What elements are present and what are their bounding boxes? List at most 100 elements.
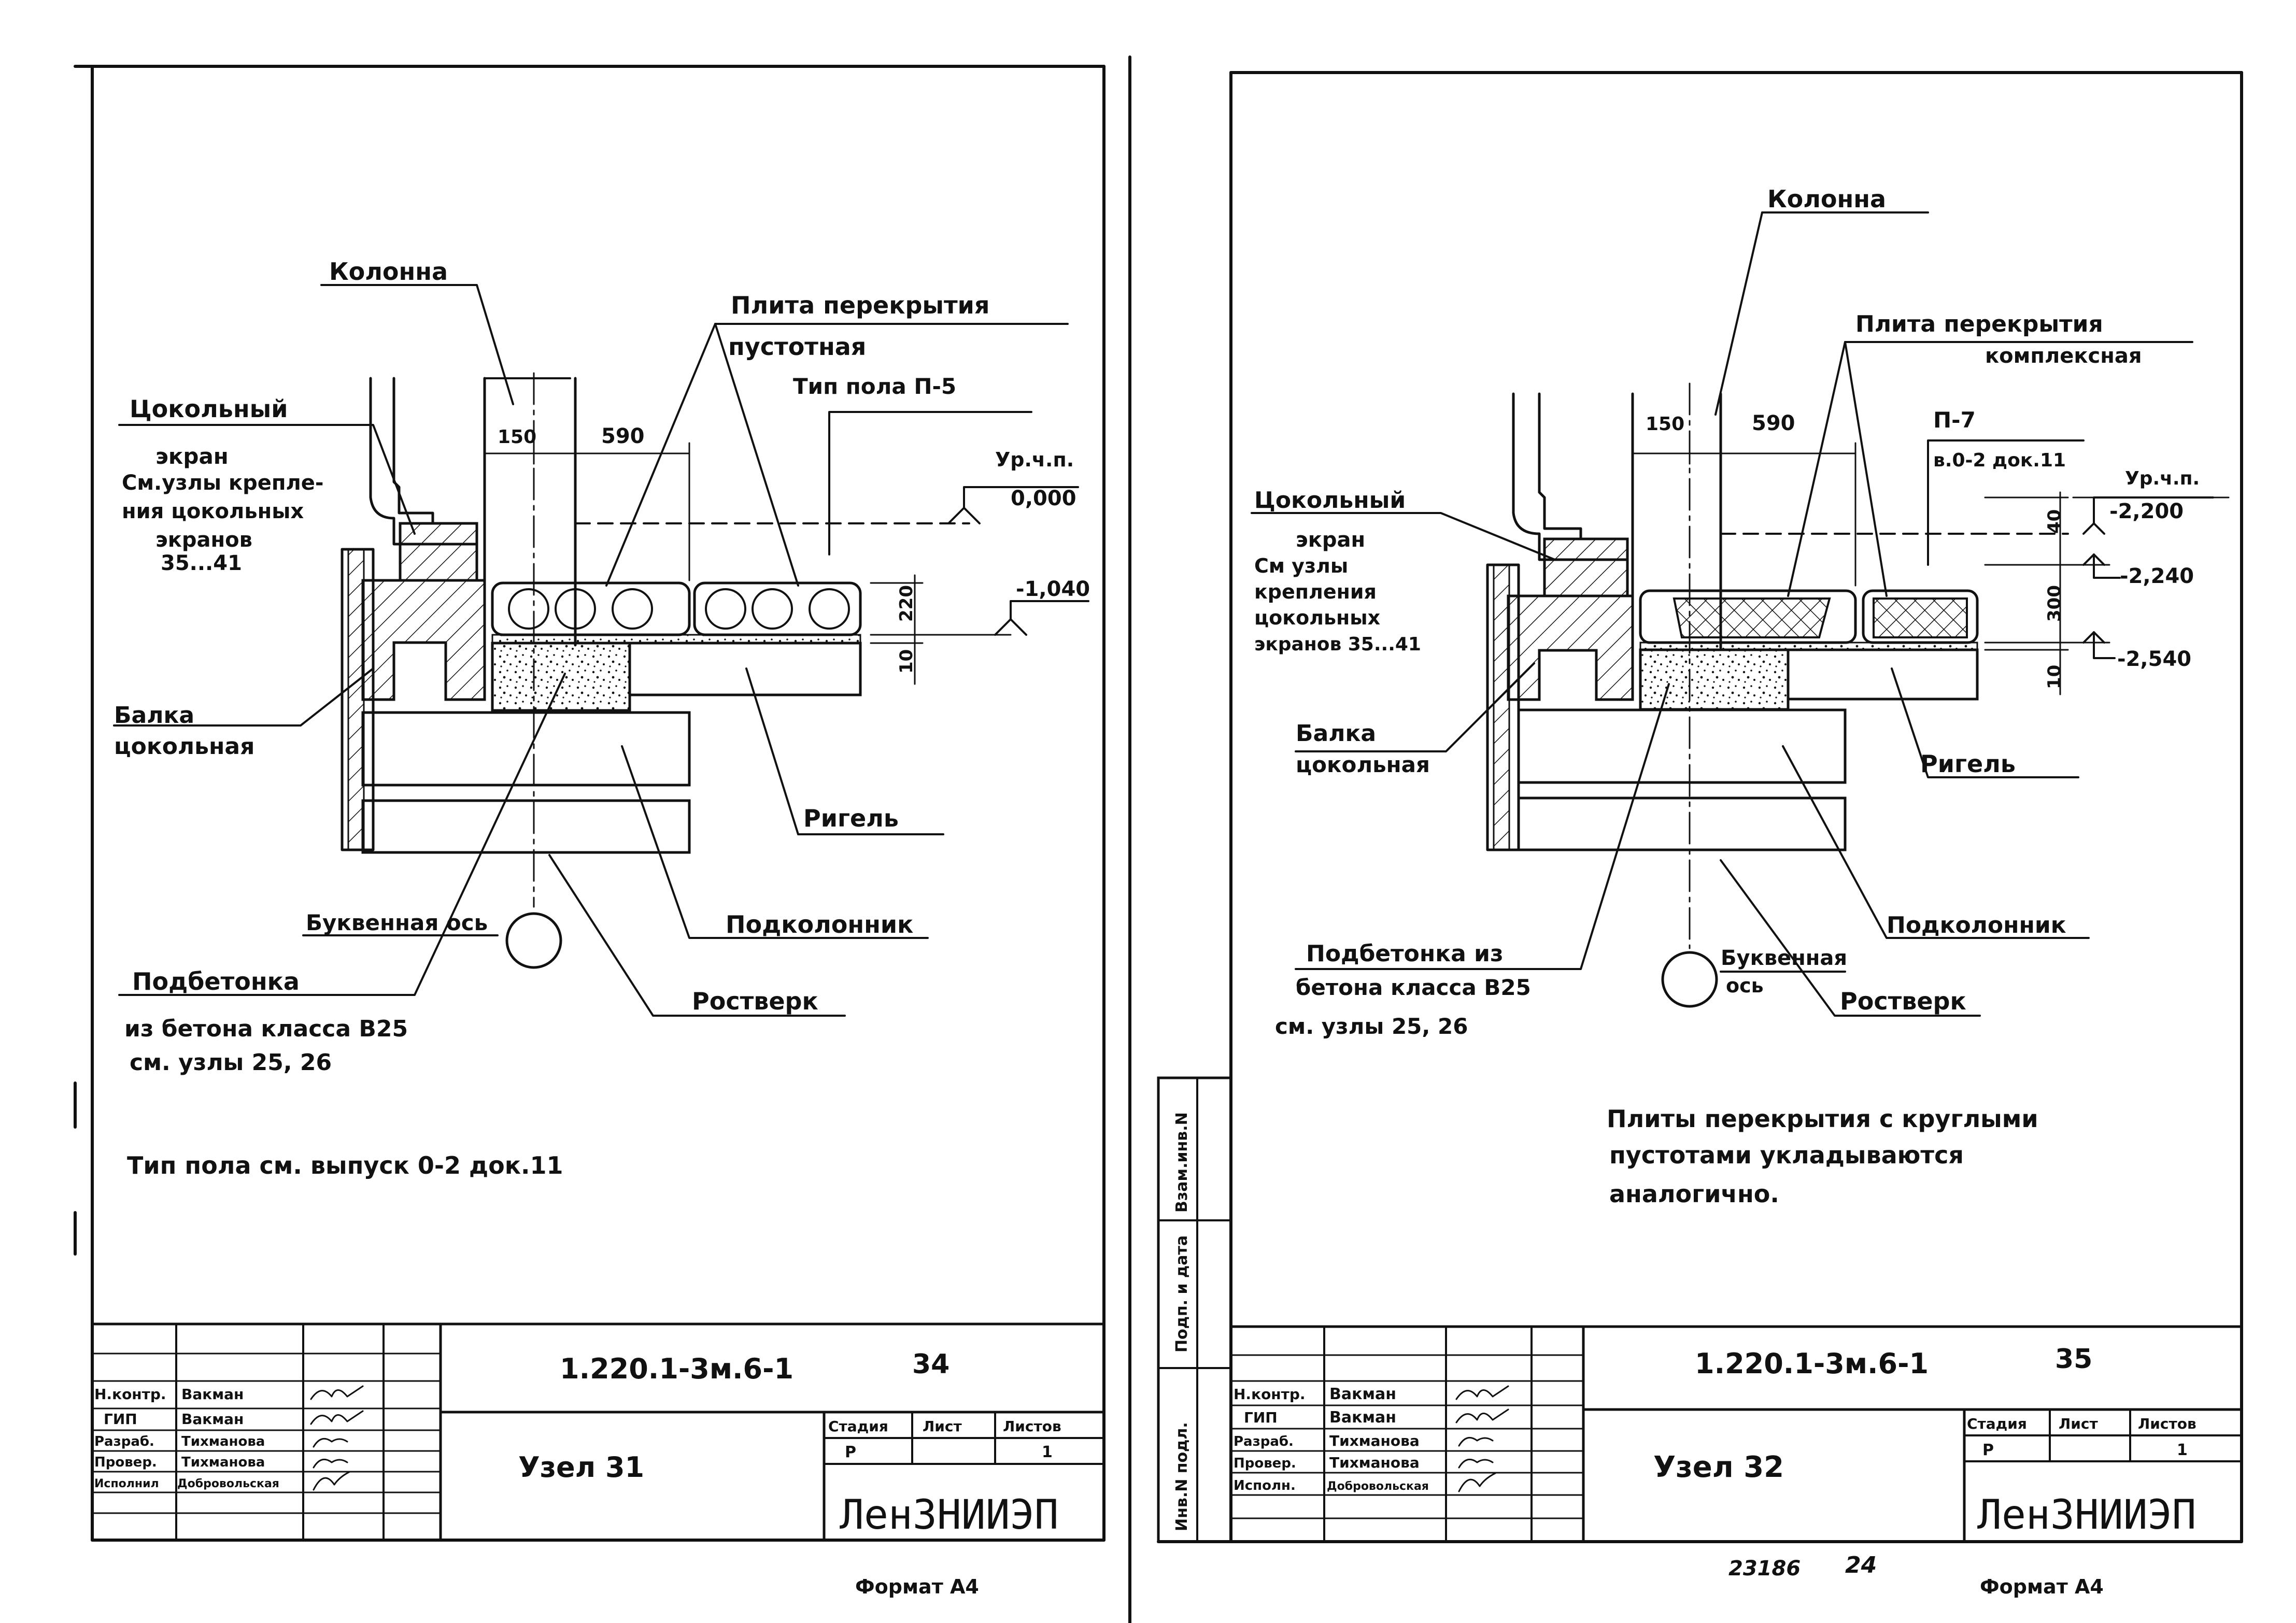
tb-role: Н.контр.	[94, 1386, 166, 1403]
left-format: Формат А4	[855, 1575, 979, 1598]
left-label-ekran-note4: 35...41	[161, 551, 242, 575]
tb-name: Тихманова	[1329, 1454, 1420, 1471]
right-label-rostverk: Ростверк	[1840, 987, 1966, 1015]
left-title-block: Н.контр. Вакман ГИП Вакман Разраб. Тихма…	[91, 1322, 1106, 1542]
right-plinth-screen	[1512, 392, 1629, 561]
right-title-block: Н.контр. Вакман ГИП Вакман Разраб. Тихма…	[1229, 1325, 2243, 1543]
tb-name: Вакман	[1329, 1408, 1396, 1427]
right-leader-p7	[1927, 439, 2085, 566]
right-leader-podbetonka	[1295, 683, 1670, 970]
left-label-podbetonka-1: Подбетонка	[132, 967, 300, 995]
right-note-2: пустотами укладываются	[1609, 1141, 1964, 1169]
stamp-box	[1157, 1076, 1232, 1543]
right-label-level-2: -2,540	[2117, 647, 2191, 671]
tb-name: Вакман	[181, 1411, 244, 1428]
left-tb-lists-header: Листов	[1003, 1418, 1061, 1435]
right-concrete-pad	[1639, 648, 1790, 711]
left-label-tsokolny: Цокольный	[130, 395, 288, 423]
right-leader-kolonna	[1714, 211, 1763, 416]
right-leader-rostverk	[1720, 859, 1981, 1017]
signature	[310, 1410, 364, 1425]
right-plinth-beam	[1507, 594, 1634, 701]
right-stamp-page: 24	[1845, 1552, 1877, 1578]
right-label-balka-2: цокольная	[1296, 752, 1430, 777]
right-level-arrow-2	[2082, 631, 2116, 659]
left-level-arrow-1	[994, 600, 1089, 636]
left-label-ekran: экран	[155, 444, 229, 469]
left-label-balka-2: цокольная	[114, 733, 254, 760]
left-dim-150: 150	[498, 426, 536, 448]
left-tb-lists: 1	[1042, 1443, 1053, 1461]
right-tb-lists-header: Листов	[2138, 1415, 2196, 1432]
tb-name: Вакман	[1329, 1385, 1396, 1403]
left-tb-stage: Р	[845, 1443, 856, 1461]
left-dim-220: 220	[896, 585, 917, 622]
right-label-p7-ref: в.0-2 док.11	[1933, 450, 2066, 471]
right-leader-rigel	[1891, 667, 2079, 778]
left-screen-bracket	[399, 522, 478, 582]
right-label-balka-1: Балка	[1296, 720, 1376, 747]
right-note-3: аналогично.	[1609, 1180, 1779, 1208]
right-tb-org: ЛенЗНИИЭП	[1977, 1492, 2196, 1539]
left-leader-pol	[828, 411, 1032, 556]
tb-name: Тихманова	[1329, 1432, 1420, 1449]
tb-role: Провер.	[94, 1455, 157, 1470]
left-leader-rigel	[745, 667, 944, 835]
right-side-stamp: Взам.инв.N Подп. и дата Инв.N подл.	[1157, 1076, 1232, 1543]
left-label-os: Буквенная ось	[306, 910, 488, 935]
right-grid-axis-bubble	[1661, 951, 1718, 1008]
right-label-podbetonka-3: см. узлы 25, 26	[1275, 1014, 1468, 1039]
right-stamp-number: 23186	[1728, 1557, 1801, 1581]
left-level-arrow-0	[947, 486, 1079, 524]
left-tb-list-header: Лист	[923, 1418, 962, 1435]
left-label-level-1: -1,040	[1016, 577, 1090, 601]
left-tb-org: ЛенЗНИИЭП	[840, 1492, 1059, 1539]
left-grillage	[361, 799, 691, 854]
right-dim-10: 10	[2044, 665, 2065, 689]
left-leader-plita-b	[714, 323, 799, 587]
tb-role: ГИП	[1244, 1409, 1278, 1426]
right-screen-hatch	[1493, 564, 1510, 851]
left-leader-tsokolny	[118, 424, 416, 535]
right-label-ekran-note4: экранов 35...41	[1254, 634, 1421, 655]
right-dim-590: 590	[1752, 411, 1795, 435]
left-crossbar	[628, 642, 862, 696]
right-label-level-1: -2,240	[2120, 564, 2194, 588]
left-grid-axis-bubble	[505, 912, 562, 969]
right-leader-plita-b	[1844, 341, 1888, 597]
signature	[1458, 1436, 1494, 1447]
right-leader-balka	[1295, 662, 1535, 752]
right-tb-list-header: Лист	[2059, 1415, 2098, 1432]
stamp-text-1: Взам.инв.N	[1173, 1112, 1191, 1213]
tb-role: Н.контр.	[1234, 1386, 1306, 1403]
right-label-ekran-note3: цокольных	[1254, 606, 1380, 629]
right-slab-2-insulation	[1873, 597, 1968, 638]
left-slab-void	[705, 588, 746, 630]
left-dim-10: 10	[896, 649, 917, 674]
right-note-1: Плиты перекрытия с круглыми	[1607, 1105, 2038, 1133]
left-label-podbetonka-2: из бетона класса В25	[124, 1016, 408, 1042]
right-crossbar	[1787, 648, 1979, 701]
left-label-plita-2: пустотная	[728, 333, 866, 361]
left-leader-balka	[113, 667, 374, 727]
right-label-os-1: Буквенная	[1721, 946, 1847, 970]
left-label-balka-1: Балка	[114, 702, 194, 729]
left-node-drawing	[113, 284, 1089, 1017]
left-slab-void	[809, 588, 850, 630]
left-note-pol: Тип пола см. выпуск 0-2 док.11	[127, 1151, 563, 1179]
right-node-drawing	[1251, 211, 2230, 1017]
right-tb-stage: Р	[1982, 1441, 1994, 1459]
left-leader-rostverk	[548, 854, 846, 1017]
tb-role: Разраб.	[94, 1434, 154, 1449]
right-leader-tsokolny	[1251, 512, 1556, 561]
left-dim-590: 590	[601, 424, 645, 448]
right-label-podbetonka-2: бетона класса В25	[1296, 975, 1531, 1000]
signature	[310, 1385, 364, 1400]
right-label-p7: П-7	[1933, 407, 1976, 433]
signature	[1455, 1408, 1509, 1423]
right-label-kolonna: Колонна	[1767, 185, 1886, 213]
signature	[313, 1471, 351, 1491]
tb-role: Разраб.	[1234, 1434, 1294, 1449]
left-slab-void	[612, 588, 653, 630]
